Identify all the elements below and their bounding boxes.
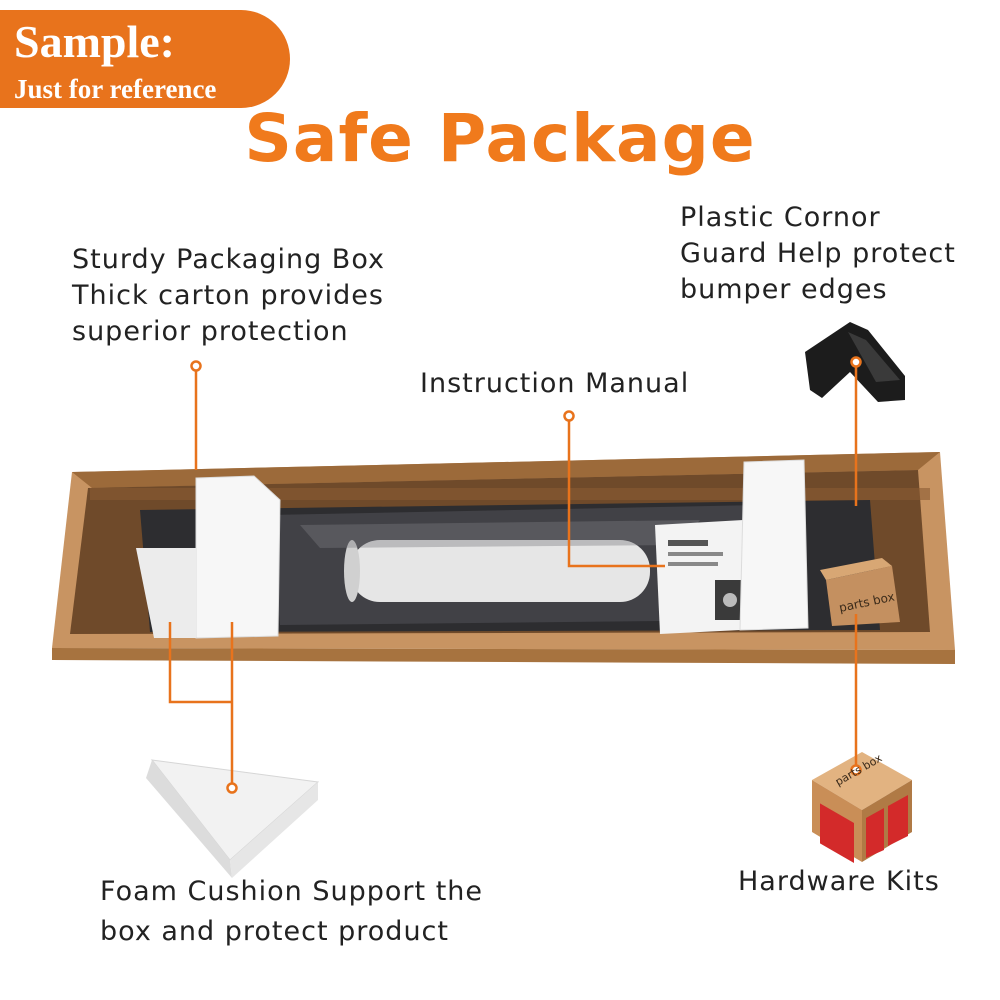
- callout-line: Sturdy Packaging Box: [72, 244, 385, 275]
- callout-line: bumper edges: [680, 274, 888, 305]
- hardware-kit-icon: [812, 752, 912, 864]
- leader-lines: [168, 356, 862, 794]
- badge-title: Sample:: [14, 16, 175, 67]
- callout-line: Instruction Manual: [420, 368, 690, 399]
- page-title: Safe Package: [244, 100, 756, 177]
- callout-foam-cushion: Foam Cushion Support the box and protect…: [100, 872, 483, 952]
- callout-packaging-box: Sturdy Packaging Box Thick carton provid…: [72, 242, 385, 350]
- callout-corner-guard: Plastic Cornor Guard Help protect bumper…: [680, 200, 956, 308]
- parts-box-inside: [820, 558, 900, 626]
- callout-instruction-manual: Instruction Manual: [420, 366, 689, 402]
- callout-hardware-kits: Hardware Kits: [738, 864, 940, 900]
- callout-line: box and protect product: [100, 916, 449, 947]
- callout-line: Hardware Kits: [738, 866, 940, 897]
- callout-line: Guard Help protect: [680, 238, 956, 269]
- callout-line: Thick carton provides: [72, 280, 384, 311]
- callout-line: Plastic Cornor: [680, 202, 881, 233]
- sample-badge: Sample: Just for reference: [0, 10, 290, 108]
- foam-cushion-icon: [146, 759, 320, 878]
- callout-line: Foam Cushion Support the: [100, 876, 484, 907]
- foam-blocks: [136, 459, 809, 639]
- callout-line: superior protection: [72, 316, 349, 347]
- badge-subtitle: Just for reference: [14, 74, 217, 104]
